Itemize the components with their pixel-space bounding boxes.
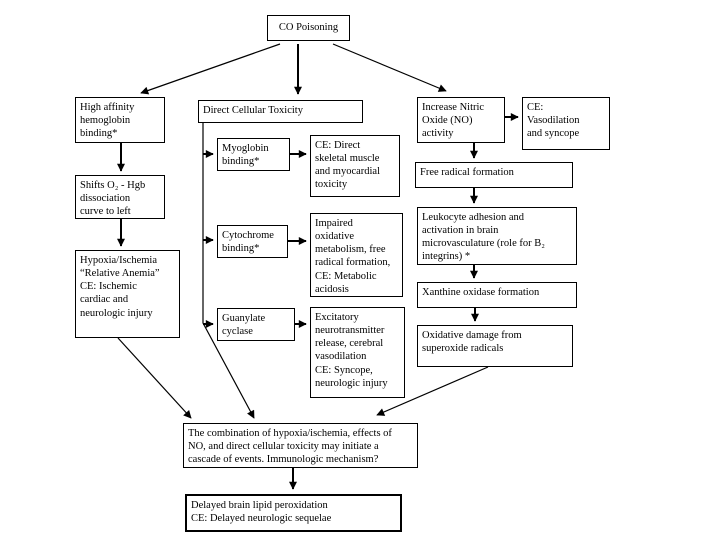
edge-oxidative-to-combination (376, 366, 489, 416)
node-combination-cascade: The combination of hypoxia/ischemia, eff… (183, 423, 418, 468)
node-free-radical-formation: Free radical formation (415, 162, 573, 188)
node-ce-skeletal-myocardial-toxicity: CE: Direct skeletal muscle and myocardia… (310, 135, 400, 197)
edge-co-to-high-affinity (140, 43, 281, 95)
node-ce-vasodilation-syncope: CE: Vasodilation and syncope (522, 97, 610, 150)
node-co-poisoning: CO Poisoning (267, 15, 350, 41)
node-delayed-lipid-peroxidation: Delayed brain lipid peroxidation CE: Del… (185, 494, 402, 532)
node-xanthine-oxidase-formation: Xanthine oxidase formation (417, 282, 577, 308)
node-myoglobin-binding: Myoglobin binding* (217, 138, 290, 171)
node-cytochrome-binding: Cytochrome binding* (217, 225, 288, 258)
edge-co-to-increase-no (332, 43, 447, 92)
node-shifts-o2-hgb-dissociation: Shifts O₂ - Hgb dissociation curve to le… (75, 175, 165, 219)
node-oxidative-damage: Oxidative damage from superoxide radical… (417, 325, 573, 367)
node-high-affinity-hemoglobin-binding: High affinity hemoglobin binding* (75, 97, 165, 143)
node-excitatory-neurotransmitter: Excitatory neurotransmitter release, cer… (310, 307, 405, 398)
edge-hypoxia-to-combination (117, 337, 192, 419)
node-direct-cellular-toxicity: Direct Cellular Toxicity (198, 100, 363, 123)
node-increase-nitric-oxide: Increase Nitric Oxide (NO) activity (417, 97, 505, 143)
node-hypoxia-ischemia: Hypoxia/Ischemia “Relative Anemia” CE: I… (75, 250, 180, 338)
node-leukocyte-adhesion: Leukocyte adhesion and activation in bra… (417, 207, 577, 265)
node-impaired-oxidative-metabolism: Impaired oxidative metabolism, free radi… (310, 213, 403, 297)
node-guanylate-cyclase: Guanylate cyclase (217, 308, 295, 341)
